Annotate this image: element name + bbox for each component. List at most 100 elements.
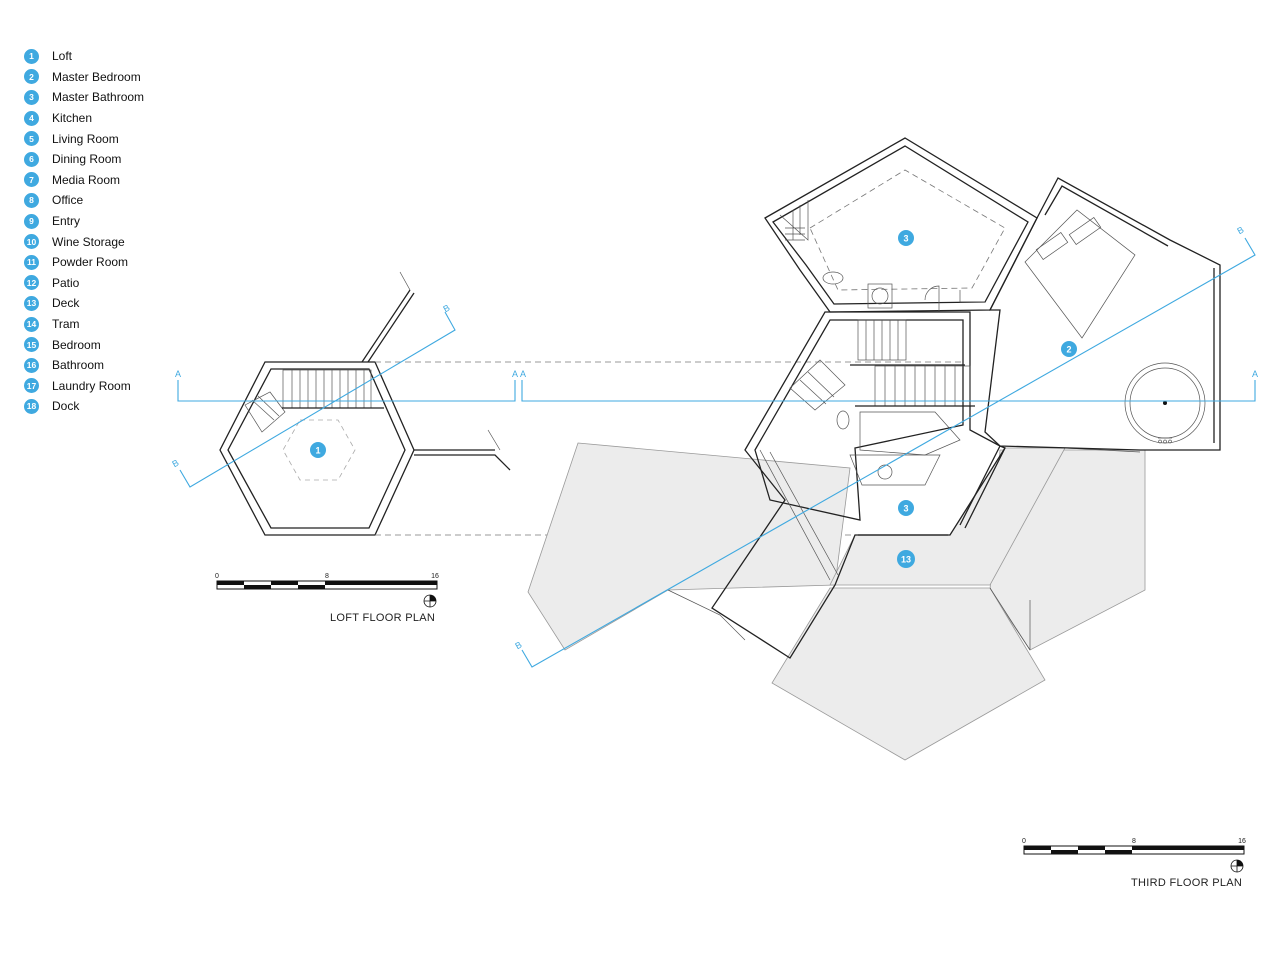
legend-badge: 17 xyxy=(24,378,39,394)
legend-label: Wine Storage xyxy=(52,234,125,249)
legend-item: 7 Media Room xyxy=(24,170,144,191)
legend-item: 10 Wine Storage xyxy=(24,231,144,252)
section-marker: A xyxy=(512,369,518,379)
third-scale-bar: 0 8 16 xyxy=(1022,838,1246,855)
legend-badge: 5 xyxy=(24,131,39,147)
room-tag-label: 2 xyxy=(1066,345,1071,355)
scale-tick: 0 xyxy=(1022,838,1026,845)
loft-roof-edge xyxy=(414,449,511,471)
legend-label: Tram xyxy=(52,317,80,332)
legend-label: Powder Room xyxy=(52,255,129,270)
room-tag-label: 13 xyxy=(901,555,911,565)
vanity xyxy=(849,454,941,486)
section-marker: A xyxy=(520,369,526,379)
legend-label: Bedroom xyxy=(52,337,101,352)
loft-skylight-outline xyxy=(282,419,356,481)
legend-badge: 1 xyxy=(24,48,39,64)
core-wall xyxy=(711,311,1006,659)
section-marker: B xyxy=(170,458,180,470)
legend-label: Kitchen xyxy=(52,111,93,126)
loft-inner-wall xyxy=(227,368,406,529)
legend-item: 3 Master Bathroom xyxy=(24,87,144,108)
section-marker: B xyxy=(513,640,523,652)
legend-item: 11 Powder Room xyxy=(24,252,144,273)
master-bedroom-wall xyxy=(984,177,1221,451)
bath-ceiling-outline xyxy=(809,169,1006,291)
legend-label: Master Bedroom xyxy=(52,69,141,84)
legend-label: Office xyxy=(52,193,84,208)
scale-tick: 8 xyxy=(325,573,329,580)
legend-item: 2 Master Bedroom xyxy=(24,67,144,88)
legend-item: 4 Kitchen xyxy=(24,108,144,129)
legend-badge: 7 xyxy=(24,172,39,188)
legend-badge: 15 xyxy=(24,337,39,353)
third-plan-title: THIRD FLOOR PLAN xyxy=(1131,877,1243,889)
room-tag: 2 xyxy=(1061,341,1077,357)
legend-label: Living Room xyxy=(52,131,119,146)
loft-roof-edge xyxy=(361,289,415,363)
deck-plane xyxy=(771,587,1046,761)
legend-label: Media Room xyxy=(52,172,121,187)
legend-badge: 12 xyxy=(24,275,39,291)
section-marker: A xyxy=(175,369,181,379)
section-marker: B xyxy=(441,303,451,315)
legend-label: Laundry Room xyxy=(52,378,131,393)
legend-item: 5 Living Room xyxy=(24,128,144,149)
section-cut-aa: A A A A xyxy=(175,369,1258,402)
legend-label: Master Bathroom xyxy=(52,90,145,105)
room-tag: 3 xyxy=(898,230,914,246)
legend-item: 16 Bathroom xyxy=(24,355,144,376)
legend-label: Deck xyxy=(52,296,80,311)
legend-badge: 10 xyxy=(24,234,39,250)
legend-badge: 11 xyxy=(24,254,39,270)
legend-badge: 2 xyxy=(24,69,39,85)
scale-tick: 0 xyxy=(215,573,219,580)
bed xyxy=(1024,209,1136,339)
legend-badge: 3 xyxy=(24,89,39,105)
loft-scale-bar: 0 8 16 xyxy=(215,573,439,590)
deck-plane xyxy=(527,442,851,651)
legend-item: 13 Deck xyxy=(24,293,144,314)
legend-badge: 8 xyxy=(24,192,39,208)
legend-badge: 18 xyxy=(24,398,39,414)
room-tag: 3 xyxy=(898,500,914,516)
scale-tick: 16 xyxy=(431,573,439,580)
legend-item: 6 Dining Room xyxy=(24,149,144,170)
core-wall-inner xyxy=(754,319,964,521)
third-floor-plan: A A A A B B B B 3 2 3 13 xyxy=(170,137,1258,873)
room-tag-label: 3 xyxy=(903,504,908,514)
legend-badge: 4 xyxy=(24,110,39,126)
legend-label: Dining Room xyxy=(52,152,122,167)
legend-badge: 6 xyxy=(24,151,39,167)
legend-label: Patio xyxy=(52,275,80,290)
north-arrow-icon xyxy=(1230,859,1244,873)
room-tag-label: 3 xyxy=(903,234,908,244)
legend-label: Dock xyxy=(52,399,80,414)
legend-badge: 16 xyxy=(24,357,39,373)
legend-badge: 13 xyxy=(24,295,39,311)
section-cut-bb: B B B B xyxy=(170,225,1256,668)
scale-tick: 8 xyxy=(1132,838,1136,845)
master-bath-wall-inner xyxy=(772,145,1029,305)
room-tag-loft: 1 xyxy=(315,446,320,456)
room-tag-marker xyxy=(310,442,326,458)
legend-item: 17 Laundry Room xyxy=(24,376,144,397)
main-stair xyxy=(789,319,971,411)
legend-item: 18 Dock xyxy=(24,396,144,417)
legend-item: 8 Office xyxy=(24,190,144,211)
loft-stair xyxy=(244,369,384,433)
scale-tick: 16 xyxy=(1238,838,1246,845)
legend-label: Bathroom xyxy=(52,358,105,373)
north-arrow-icon xyxy=(423,594,437,608)
room-tag: 13 xyxy=(897,550,915,568)
legend-badge: 9 xyxy=(24,213,39,229)
section-marker: A xyxy=(1252,369,1258,379)
loft-plan-title: LOFT FLOOR PLAN xyxy=(330,612,436,624)
section-marker: B xyxy=(1235,225,1245,237)
legend-item: 12 Patio xyxy=(24,273,144,294)
